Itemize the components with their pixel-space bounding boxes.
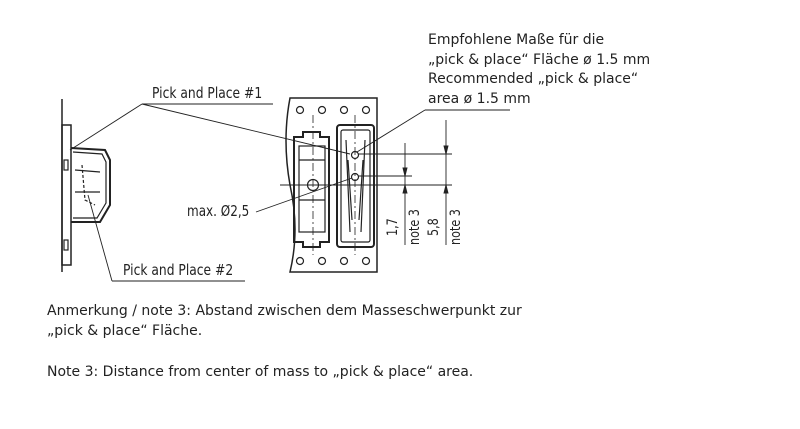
dim-5-8-note: note 3 <box>448 209 464 245</box>
recommendation-line-1: Empfohlene Maße für die <box>428 32 605 48</box>
note-german-line-1: Anmerkung / note 3: Abstand zwischen dem… <box>47 303 522 319</box>
note-english: Note 3: Distance from center of mass to … <box>47 364 474 380</box>
recommendation-line-4: area ø 1.5 mm <box>428 90 531 107</box>
note-german: Anmerkung / note 3: Abstand zwischen dem… <box>47 302 522 341</box>
pick-and-place-1-label: Pick and Place #1 <box>152 84 263 102</box>
sprocket-holes <box>295 105 371 266</box>
component-side-view <box>61 99 111 272</box>
max-diameter-label: max. Ø2,5 <box>187 202 250 220</box>
pick-place-area-2 <box>350 172 360 182</box>
pick-and-place-2-label: Pick and Place #2 <box>123 261 234 279</box>
dimension-lines <box>280 120 452 245</box>
dim-1-7-note: note 3 <box>407 209 423 245</box>
leader-lines <box>69 103 510 282</box>
dim-5-8: 5,8 <box>426 218 442 236</box>
pick-place-area-1 <box>350 150 360 160</box>
note-german-line-2: „pick & place“ Fläche. <box>47 322 203 339</box>
recommendation-line-3: Recommended „pick & place“ <box>428 71 639 87</box>
recommendation-line-2: „pick & place“ Fläche ø 1.5 mm <box>428 51 651 68</box>
dim-1-7: 1,7 <box>385 218 401 236</box>
recommendation-text: Empfohlene Maße für die „pick & place“ F… <box>428 31 650 109</box>
